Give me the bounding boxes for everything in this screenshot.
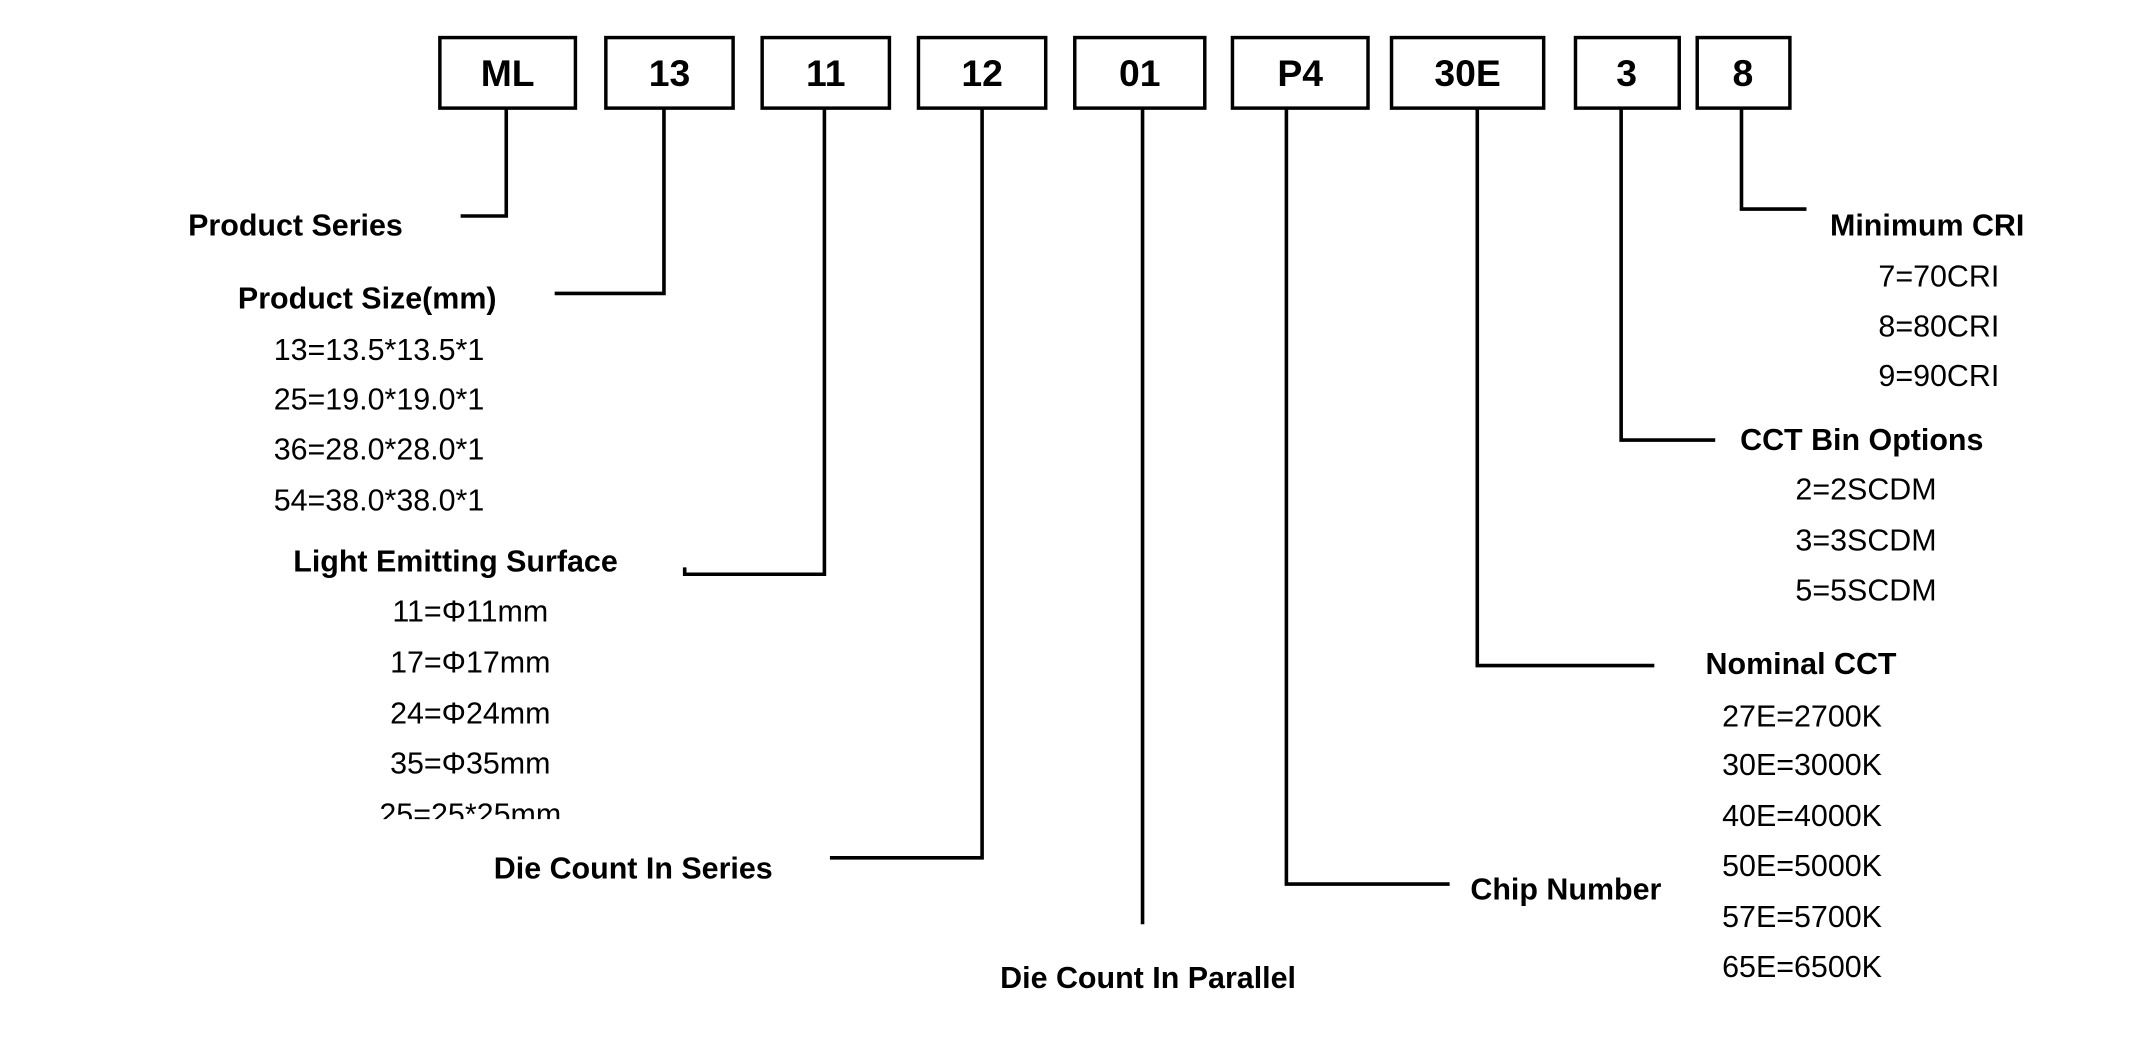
cri-option: 8=80CRI: [1878, 309, 1999, 343]
leader-die-series: [829, 108, 984, 860]
code-box-chip: [1230, 35, 1370, 110]
label-product-size: Product Size(mm): [238, 282, 497, 316]
surface-option: 24=Φ24mm: [390, 697, 550, 731]
cct-option: 50E=5000K: [1722, 849, 1882, 883]
label-light-emitting-surface: Light Emitting Surface: [293, 544, 618, 578]
code-boxes: ML 13 11 12 01 P4 30E 3 8: [438, 35, 1792, 110]
size-option: 54=38.0*38.0*1: [274, 484, 485, 518]
cri-option: 9=90CRI: [1878, 359, 1999, 393]
bin-option: 3=3SCDM: [1795, 524, 1936, 558]
cri-options: 7=70CRI 8=80CRI 9=90CRI: [1878, 260, 1999, 394]
code-box-bin: [1573, 35, 1681, 110]
label-die-count-parallel: Die Count In Parallel: [1000, 961, 1296, 995]
code-cri: 8: [1732, 52, 1753, 94]
code-die-parallel: 01: [1119, 52, 1161, 94]
cct-option: 30E=3000K: [1722, 748, 1882, 782]
label-product-series: Product Series: [188, 208, 403, 242]
size-option: 36=28.0*28.0*1: [274, 432, 485, 466]
label-chip-number: Chip Number: [1470, 872, 1661, 906]
label-cct-bin-options: CCT Bin Options: [1740, 423, 1983, 457]
leader-chip: [1284, 108, 1450, 886]
cct-option: 57E=5700K: [1722, 900, 1882, 934]
size-option: 25=19.0*19.0*1: [274, 383, 485, 417]
surface-option: 17=Φ17mm: [390, 645, 550, 679]
code-surface: 11: [806, 52, 845, 94]
cct-option: 27E=2700K: [1722, 699, 1882, 733]
leader-size: [554, 108, 666, 296]
cct-option: 40E=4000K: [1722, 799, 1882, 833]
label-nominal-cct: Nominal CCT: [1706, 647, 1897, 681]
bin-option: 2=2SCDM: [1795, 473, 1936, 507]
code-box-die-series: [916, 35, 1048, 110]
code-die-series: 12: [961, 52, 1003, 94]
page-number: 5: [113, 1055, 130, 1060]
bin-option: 5=5SCDM: [1795, 574, 1936, 608]
leader-bin: [1619, 108, 1716, 442]
leader-lines: [460, 108, 1807, 925]
leader-cct: [1475, 108, 1655, 668]
surface-option: 35=Φ35mm: [390, 746, 550, 780]
code-bin: 3: [1616, 52, 1637, 94]
leader-surface: [682, 108, 827, 577]
code-box-cri: [1695, 35, 1792, 110]
surface-options: 11=Φ11mm 17=Φ17mm 24=Φ24mm 35=Φ35mm 25=2…: [379, 594, 561, 832]
cct-option: 65E=6500K: [1722, 950, 1882, 984]
size-option: 13=13.5*13.5*1: [274, 333, 485, 367]
cri-option: 7=70CRI: [1878, 260, 1999, 294]
size-options: 13=13.5*13.5*1 25=19.0*19.0*1 36=28.0*28…: [274, 333, 485, 518]
cct-options: 27E=2700K 30E=3000K 40E=4000K 50E=5000K …: [1722, 699, 1882, 983]
code-size: 13: [649, 52, 691, 94]
bin-options: 2=2SCDM 3=3SCDM 5=5SCDM: [1795, 473, 1936, 608]
code-series: ML: [481, 52, 535, 94]
surface-option: 25=25*25mm: [379, 798, 561, 832]
code-box-series: [438, 35, 578, 110]
label-minimum-cri: Minimum CRI: [1830, 208, 2024, 242]
code-box-size: [604, 35, 735, 110]
label-die-count-series: Die Count In Series: [494, 852, 773, 886]
code-cct: 30E: [1434, 52, 1500, 94]
surface-option: 11=Φ11mm: [392, 594, 548, 628]
leader-cri: [1739, 108, 1807, 211]
code-chip: P4: [1277, 52, 1323, 94]
code-box-die-parallel: [1073, 35, 1207, 110]
code-box-cct: [1389, 35, 1546, 110]
leader-series: [460, 108, 509, 218]
